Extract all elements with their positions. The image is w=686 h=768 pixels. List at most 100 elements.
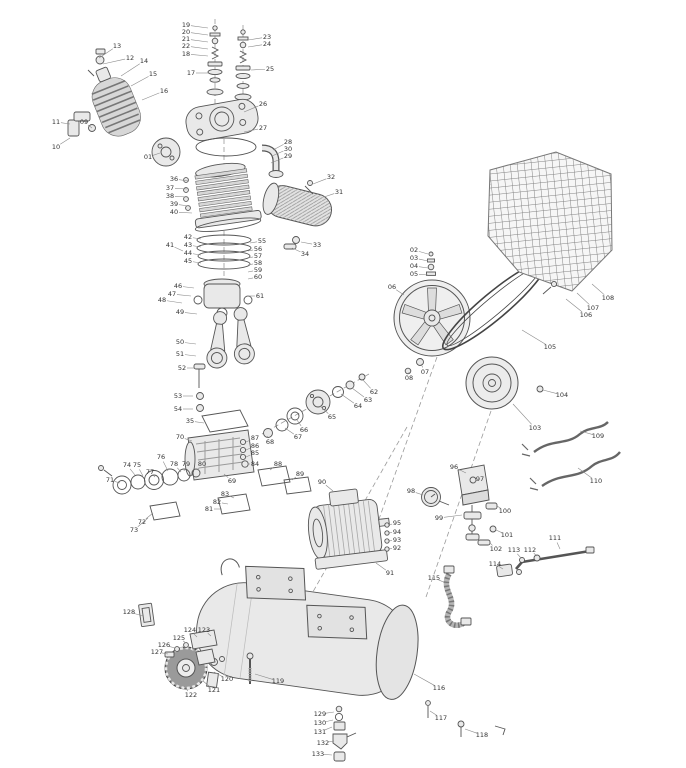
svg-text:04: 04 [410, 262, 418, 270]
part-callout-36: 36 [170, 175, 190, 183]
svg-text:11: 11 [52, 118, 60, 126]
svg-text:43: 43 [184, 241, 192, 249]
part-callout-115: 115 [428, 574, 447, 584]
axle-bolt [246, 652, 254, 684]
svg-text:24: 24 [263, 40, 271, 48]
svg-text:20: 20 [182, 28, 190, 36]
svg-text:44: 44 [184, 249, 192, 257]
part-callout-42: 42 [184, 233, 202, 241]
part-callout-01: 01 [144, 152, 161, 161]
part-callout-47: 47 [168, 290, 192, 298]
oil-seal-plates [149, 465, 312, 521]
oil-dipstick [193, 363, 206, 412]
connecting-rods [206, 307, 255, 369]
svg-text:133: 133 [312, 750, 324, 758]
svg-text:116: 116 [433, 684, 445, 692]
svg-text:85: 85 [251, 449, 259, 457]
part-callout-26: 26 [243, 100, 267, 113]
part-callout-83: 83 [221, 490, 235, 499]
part-callout-129: 129 [314, 710, 335, 718]
part-callout-09: 09 [80, 118, 93, 129]
svg-text:07: 07 [421, 368, 429, 376]
svg-text:45: 45 [184, 257, 192, 265]
svg-text:58: 58 [254, 259, 262, 267]
svg-text:109: 109 [592, 432, 604, 440]
part-callout-92: 92 [387, 544, 401, 552]
cylinder [194, 162, 262, 232]
svg-text:56: 56 [254, 245, 262, 253]
part-callout-132: 132 [317, 739, 335, 747]
svg-text:53: 53 [174, 392, 182, 400]
part-callout-82: 82 [213, 498, 229, 506]
part-callout-72: 72 [138, 512, 154, 526]
svg-text:108: 108 [602, 294, 614, 302]
part-callout-45: 45 [184, 257, 202, 265]
belt-guard-grille [487, 151, 613, 295]
svg-text:117: 117 [435, 714, 447, 722]
motor-pulley [465, 356, 544, 410]
svg-text:66: 66 [300, 426, 308, 434]
svg-text:57: 57 [254, 252, 262, 260]
svg-text:30: 30 [284, 145, 292, 153]
svg-text:123: 123 [198, 626, 210, 634]
part-callout-07: 07 [420, 363, 429, 376]
svg-text:93: 93 [393, 536, 401, 544]
svg-text:28: 28 [284, 138, 292, 146]
svg-text:99: 99 [435, 514, 443, 522]
bearing-seals [98, 465, 201, 495]
part-callout-51: 51 [176, 350, 197, 358]
svg-text:129: 129 [314, 710, 326, 718]
outlet-pipe [515, 546, 595, 570]
part-callout-63: 63 [351, 387, 372, 404]
svg-text:36: 36 [170, 175, 178, 183]
outlet-elbow [261, 144, 284, 178]
svg-text:76: 76 [157, 453, 165, 461]
svg-text:35: 35 [186, 417, 194, 425]
part-callout-117: 117 [429, 710, 447, 722]
svg-text:25: 25 [266, 65, 274, 73]
motor-bolts [384, 522, 390, 552]
muffler-fittings [283, 180, 314, 250]
svg-text:78: 78 [170, 460, 178, 468]
svg-text:13: 13 [113, 42, 121, 50]
svg-text:90: 90 [318, 478, 326, 486]
part-callout-121: 121 [202, 680, 220, 694]
svg-text:92: 92 [393, 544, 401, 552]
svg-text:119: 119 [272, 677, 284, 685]
part-callout-02: 02 [410, 246, 429, 255]
svg-text:08: 08 [405, 374, 413, 382]
svg-text:10: 10 [52, 143, 60, 151]
part-callout-31: 31 [323, 188, 343, 198]
part-callout-55: 55 [249, 237, 266, 245]
part-callout-30: 30 [271, 145, 292, 157]
svg-text:52: 52 [178, 364, 186, 372]
part-callout-73: 73 [130, 517, 149, 534]
part-callout-90: 90 [318, 478, 334, 492]
part-callout-100: 100 [496, 505, 511, 515]
part-callout-67: 67 [284, 427, 302, 441]
part-callout-28: 28 [272, 138, 292, 151]
part-callout-65: 65 [319, 405, 336, 421]
part-callout-97: 97 [472, 475, 484, 484]
svg-text:131: 131 [314, 728, 326, 736]
svg-text:87: 87 [251, 434, 259, 442]
part-callout-75: 75 [133, 461, 144, 477]
svg-text:126: 126 [158, 641, 170, 649]
muffler [262, 182, 333, 227]
svg-text:101: 101 [501, 531, 513, 539]
svg-text:70: 70 [176, 433, 184, 441]
part-callout-04: 04 [410, 262, 429, 270]
svg-text:72: 72 [138, 518, 146, 526]
svg-text:96: 96 [450, 463, 458, 471]
valve-plate [151, 137, 181, 167]
part-callout-120: 120 [213, 671, 233, 683]
part-callout-62: 62 [362, 379, 378, 396]
svg-text:68: 68 [266, 438, 274, 446]
svg-text:62: 62 [370, 388, 378, 396]
part-callout-91: 91 [375, 562, 394, 577]
svg-text:41: 41 [166, 241, 174, 249]
svg-text:02: 02 [410, 246, 418, 254]
svg-text:39: 39 [170, 200, 178, 208]
part-callout-54: 54 [174, 405, 193, 413]
